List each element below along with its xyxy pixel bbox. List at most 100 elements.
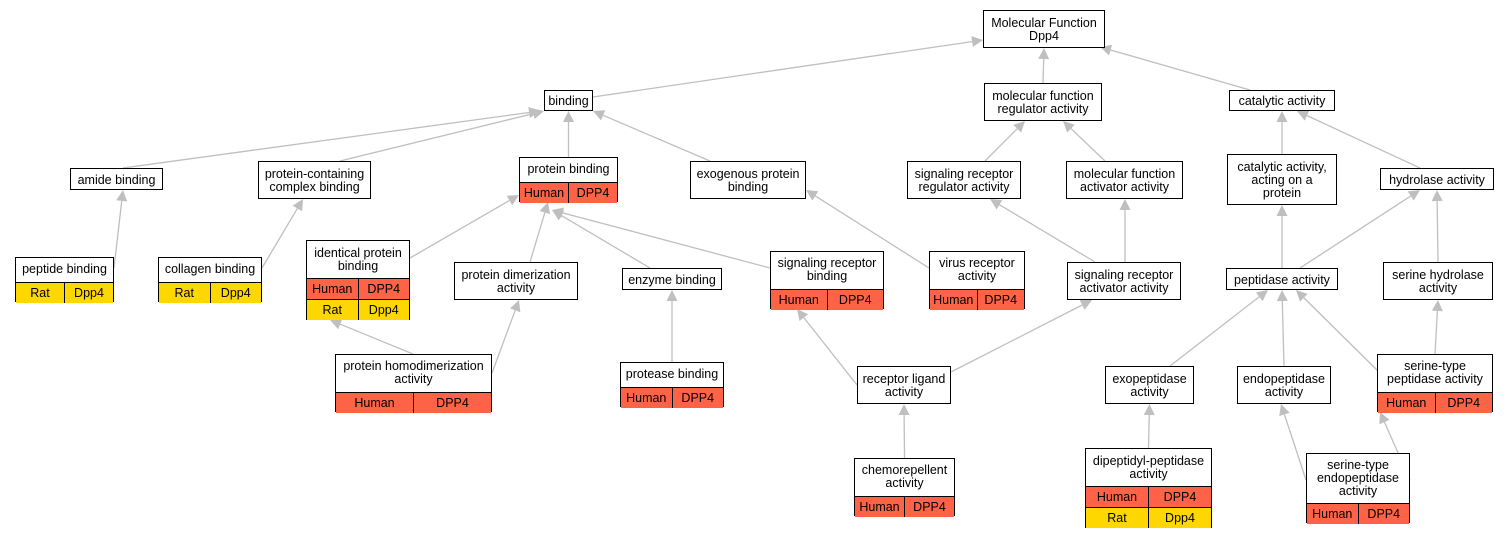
go-term-label: serine-type peptidase activity — [1387, 359, 1483, 387]
go-term-signaling-receptor-regulator[interactable]: signaling receptor regulator activity — [907, 161, 1021, 199]
species-cell: Human — [312, 282, 353, 297]
go-term-molecular-function[interactable]: Molecular Function Dpp4 — [983, 10, 1105, 48]
species-cell: Rat — [1107, 511, 1127, 526]
edge-serine-endopeptidase-to-endopeptidase — [1283, 414, 1307, 481]
arrowhead-icon — [1431, 190, 1443, 202]
go-term-serine-hydrolase[interactable]: serine hydrolase activity — [1383, 262, 1493, 300]
go-term-receptor-ligand[interactable]: receptor ligand activity — [857, 366, 951, 404]
edge-exopeptidase-to-peptidase — [1169, 296, 1260, 367]
go-term-hydrolase[interactable]: hydrolase activity — [1380, 168, 1494, 190]
go-term-exogenous-protein-binding[interactable]: exogenous protein binding — [690, 161, 806, 199]
edge-peptidase-to-hydrolase — [1299, 195, 1412, 269]
gene-cell: Dpp4 — [1148, 508, 1211, 529]
edge-identical-protein-binding-to-protein-binding — [409, 199, 510, 259]
go-term-enzyme-binding[interactable]: enzyme binding — [622, 268, 722, 290]
edge-signaling-receptor-regulator-to-mf-regulator — [984, 128, 1018, 162]
go-term-signaling-receptor-activator[interactable]: signaling receptor activator activity — [1067, 262, 1181, 300]
annotation-row: Human DPP4 — [1378, 391, 1493, 413]
annotation-row: Rat Dpp4 — [159, 281, 262, 303]
arrowhead-icon — [292, 199, 303, 212]
edge-amide-binding-to-binding — [122, 111, 530, 169]
go-term-protein-complex-binding[interactable]: protein-containing complex binding — [258, 161, 371, 199]
species-cell: Human — [859, 499, 900, 514]
arrowhead-icon — [666, 290, 678, 301]
arrowhead-icon — [797, 309, 809, 322]
go-term-label: signaling receptor regulator activity — [914, 167, 1014, 194]
go-term-label: catalytic activity — [1238, 94, 1326, 108]
go-term-label: signaling receptor binding — [777, 256, 877, 284]
species-cell: Rat — [174, 285, 194, 300]
arrowhead-icon — [506, 195, 519, 206]
go-term-label: serine hydrolase activity — [1392, 268, 1484, 295]
edge-peptide-binding-to-amide-binding — [113, 200, 123, 269]
go-term-protein-dimerization[interactable]: protein dimerization activity — [454, 262, 578, 300]
go-term-catalytic[interactable]: catalytic activity — [1229, 90, 1335, 111]
species-cell: Rat — [30, 285, 50, 300]
gene-cell: Dpp4 — [209, 282, 262, 303]
arrowhead-icon — [1255, 290, 1268, 302]
arrowhead-icon — [1276, 205, 1288, 216]
go-term-label: exogenous protein binding — [696, 167, 800, 194]
go-term-mf-activator[interactable]: molecular function activator activity — [1066, 161, 1183, 199]
go-term-label: protein binding — [527, 162, 610, 177]
edge-virus-receptor-to-exogenous-protein-binding — [814, 195, 930, 269]
edge-protein-homodimerization-to-protein-dimerization — [491, 310, 516, 374]
annotation-row: Rat Dpp4 — [1086, 507, 1211, 529]
arrowhead-icon — [1276, 290, 1288, 302]
species-cell: Rat — [322, 303, 342, 318]
go-term-label: peptidase activity — [1234, 272, 1330, 287]
go-term-exopeptidase[interactable]: exopeptidase activity — [1105, 366, 1194, 404]
species-cell: Human — [626, 390, 667, 405]
edge-protein-complex-binding-to-binding — [339, 112, 534, 162]
edge-protein-homodimerization-to-identical-protein-binding — [339, 323, 414, 355]
arrowhead-icon — [1297, 110, 1310, 121]
species-cell: Human — [1386, 395, 1427, 410]
go-term-peptidase[interactable]: peptidase activity — [1226, 268, 1338, 290]
gene-cell: DPP4 — [413, 392, 491, 413]
gene-cell: DPP4 — [357, 279, 410, 300]
arrowhead-icon — [1276, 111, 1288, 122]
edge-receptor-ligand-to-signaling-receptor-binding — [803, 317, 858, 386]
edge-hydrolase-to-catalytic — [1306, 115, 1421, 169]
gene-cell: DPP4 — [976, 289, 1025, 310]
go-term-catalytic-on-protein[interactable]: catalytic activity, acting on a protein — [1227, 154, 1337, 205]
species-cell: Human — [1312, 506, 1353, 521]
go-term-label: identical protein binding — [314, 245, 402, 273]
gene-cell: DPP4 — [904, 496, 954, 517]
edge-serine-hydrolase-to-hydrolase — [1436, 200, 1439, 263]
go-term-label: dipeptidyl-peptidase activity — [1092, 453, 1205, 481]
annotation-row: Human DPP4 — [855, 495, 954, 517]
edge-dipeptidyl-peptidase-to-exopeptidase — [1147, 414, 1150, 449]
go-term-label: collagen binding — [164, 262, 256, 277]
arrowhead-icon — [898, 404, 910, 416]
go-term-label: Molecular Function Dpp4 — [991, 16, 1097, 43]
go-term-label: hydrolase activity — [1389, 172, 1485, 187]
go-term-label: serine-type endopeptidase activity — [1316, 457, 1400, 498]
gene-cell: DPP4 — [1434, 392, 1493, 413]
species-cell: Human — [354, 395, 395, 410]
edge-signaling-receptor-binding-to-protein-binding — [562, 212, 771, 269]
go-term-label: molecular function activator activity — [1073, 167, 1176, 194]
go-term-binding[interactable]: binding — [544, 90, 593, 111]
arrowhead-icon — [971, 36, 983, 48]
go-term-amide-binding[interactable]: amide binding — [70, 168, 163, 190]
go-term-mf-regulator[interactable]: molecular function regulator activity — [984, 83, 1102, 121]
arrowhead-icon — [593, 110, 606, 121]
arrowhead-icon — [990, 199, 1003, 210]
go-term-endopeptidase[interactable]: endopeptidase activity — [1237, 366, 1331, 404]
